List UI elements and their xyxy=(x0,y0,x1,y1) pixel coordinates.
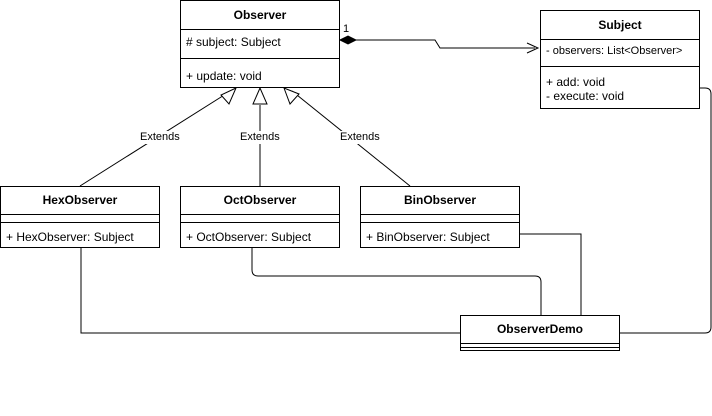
attributes-section xyxy=(461,343,619,347)
methods-section: + HexObserver: Subject xyxy=(1,222,159,244)
class-name: BinObserver xyxy=(403,193,477,207)
attributes-section xyxy=(361,214,519,222)
class-name: ObserverDemo xyxy=(496,322,584,336)
attribute-row: - observers: List<Observer> xyxy=(546,45,683,57)
class-name: OctObserver xyxy=(223,193,297,207)
extends-arrowhead-oct xyxy=(252,86,268,105)
observer-class[interactable]: Observer # subject: Subject + update: vo… xyxy=(180,0,340,88)
method-row: - execute: void xyxy=(546,89,625,103)
method-row: + OctObserver: Subject xyxy=(186,230,312,244)
composition-arrowhead xyxy=(526,42,540,54)
method-row: + add: void xyxy=(546,75,606,89)
multiplicity-label: 1 xyxy=(343,23,350,35)
subject-class[interactable]: Subject - observers: List<Observer> + ad… xyxy=(540,10,700,109)
extends-label-bin: Extends xyxy=(339,131,381,144)
composition-diamond xyxy=(338,35,358,45)
composition-line xyxy=(356,39,535,49)
demo-link-oct xyxy=(251,248,542,315)
attributes-section: - observers: List<Observer> xyxy=(541,39,699,66)
attributes-section xyxy=(181,214,339,222)
class-name: HexObserver xyxy=(42,193,118,207)
methods-section: + add: void - execute: void xyxy=(541,66,699,103)
extends-arrowhead-bin xyxy=(283,87,300,105)
attribute-row: # subject: Subject xyxy=(186,35,281,49)
observer-demo-class[interactable]: ObserverDemo xyxy=(460,315,620,351)
method-row: + HexObserver: Subject xyxy=(6,230,134,244)
extends-label-hex: Extends xyxy=(139,131,181,144)
hex-observer-class[interactable]: HexObserver + HexObserver: Subject xyxy=(0,186,160,248)
class-name: Subject xyxy=(598,18,642,32)
extends-arrowhead-hex xyxy=(220,86,237,105)
bin-observer-class[interactable]: BinObserver + BinObserver: Subject xyxy=(360,186,520,248)
demo-link-subject xyxy=(620,87,712,334)
oct-observer-class[interactable]: OctObserver + OctObserver: Subject xyxy=(180,186,340,248)
demo-link-bin xyxy=(520,233,582,315)
attributes-section: # subject: Subject xyxy=(181,29,339,58)
method-row: + update: void xyxy=(186,69,262,83)
attributes-section xyxy=(1,214,159,222)
methods-section: + update: void xyxy=(181,58,339,83)
methods-section xyxy=(461,347,619,348)
demo-link-hex xyxy=(80,248,460,334)
methods-section: + BinObserver: Subject xyxy=(361,222,519,244)
class-name: Observer xyxy=(233,8,287,22)
extends-label-oct: Extends xyxy=(239,131,281,144)
methods-section: + OctObserver: Subject xyxy=(181,222,339,244)
method-row: + BinObserver: Subject xyxy=(366,230,490,244)
